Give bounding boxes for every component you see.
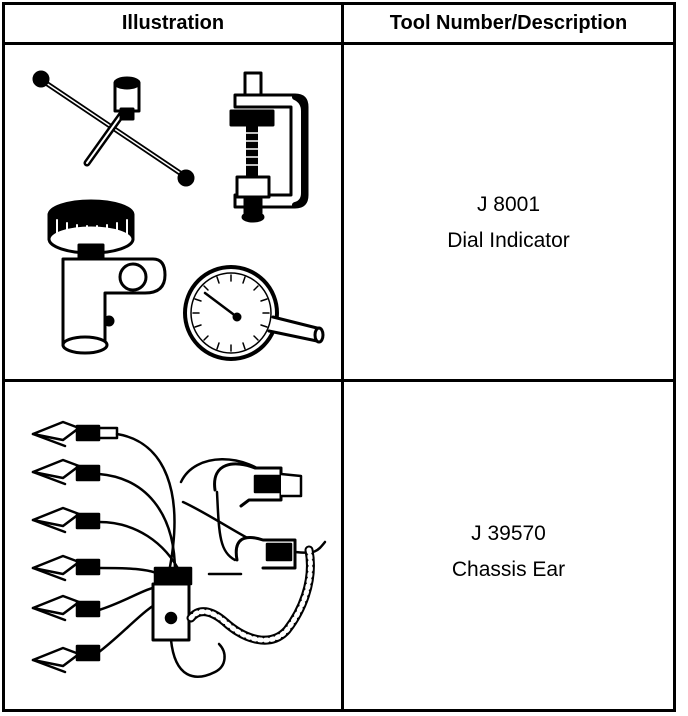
chassis-ear-kit-illustration xyxy=(31,420,327,678)
row-divider xyxy=(5,379,673,382)
table-header-row: Illustration Tool Number/Description xyxy=(5,5,673,45)
alligator-clips-icon xyxy=(31,420,119,674)
header-illustration: Illustration xyxy=(121,12,225,34)
column-divider xyxy=(341,5,344,709)
table-row-2-description: J 39570 Chassis Ear xyxy=(344,382,673,709)
header-tool-number-description: Tool Number/Description xyxy=(389,12,628,34)
cross-handle-icon xyxy=(32,70,195,187)
tool-number: J 39570 xyxy=(471,522,546,545)
dial-gauge-icon xyxy=(183,265,325,361)
indicator-holder-icon xyxy=(47,199,167,355)
switch-module-icon xyxy=(151,566,193,642)
table-row-2-illustration xyxy=(5,382,341,709)
dial-indicator-set-illustration xyxy=(32,70,325,361)
table-row-1-illustration xyxy=(5,45,341,379)
c-clamp-icon xyxy=(229,71,309,223)
tool-number: J 8001 xyxy=(476,193,541,216)
table-row-1-description: J 8001 Dial Indicator xyxy=(344,45,673,379)
coiled-cable-icon xyxy=(169,545,315,678)
tool-description: Chassis Ear xyxy=(451,558,566,581)
tool-table: Illustration Tool Number/Description xyxy=(2,2,676,712)
tool-description: Dial Indicator xyxy=(447,229,570,252)
microphone-clamp-icon xyxy=(207,462,327,576)
